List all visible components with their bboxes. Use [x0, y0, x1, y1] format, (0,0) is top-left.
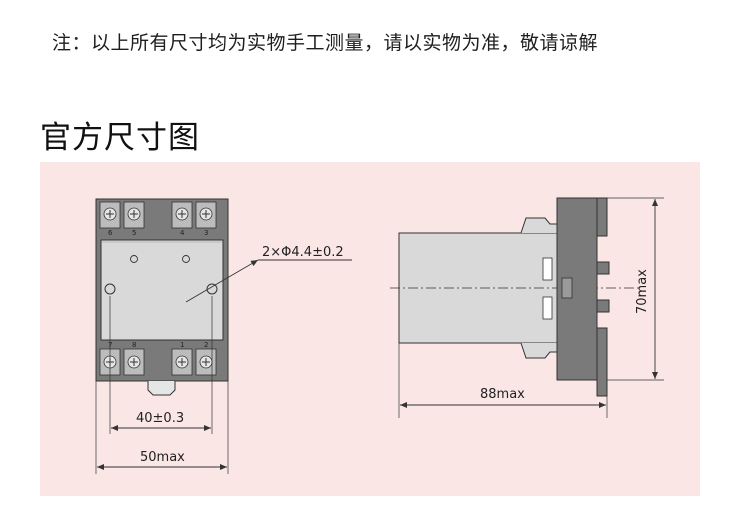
pin-label-top-1: 6 — [108, 229, 113, 237]
body-dot-right — [182, 255, 190, 263]
release-tab — [147, 381, 176, 396]
bottom-clip — [520, 342, 558, 359]
pin-label-bottom-4: 2 — [204, 341, 208, 349]
side-view: 88max 70max — [390, 197, 664, 418]
measurement-note: 注：以上所有尺寸均为实物手工测量，请以实物为准，敬请谅解 — [52, 32, 599, 54]
hole-leader — [185, 259, 259, 303]
height-label: 70max — [635, 269, 650, 314]
pin-label-bottom-3: 1 — [180, 341, 184, 349]
pin-label-top-3: 4 — [180, 229, 185, 237]
top-terminal-row: 6 5 4 3 — [99, 201, 217, 237]
body-dot-left — [130, 255, 138, 263]
hole-spacing-label: 40±0.3 — [136, 411, 184, 426]
relay-body-front — [100, 239, 224, 341]
hole-dimension-label: 2×Φ4.4±0.2 — [262, 245, 344, 260]
mount-hole-right — [206, 283, 218, 295]
pin-label-top-2: 5 — [132, 229, 136, 237]
mount-hole-left — [104, 283, 116, 295]
front-view: 6 5 4 3 — [95, 198, 352, 474]
width-label: 50max — [140, 450, 185, 465]
top-clip — [520, 217, 558, 234]
pin-label-top-4: 3 — [204, 229, 208, 237]
pin-label-bottom-2: 8 — [132, 341, 136, 349]
section-title: 官方尺寸图 — [40, 120, 200, 156]
depth-label: 88max — [480, 387, 525, 402]
bottom-terminal-row: 7 8 1 2 — [99, 341, 217, 376]
